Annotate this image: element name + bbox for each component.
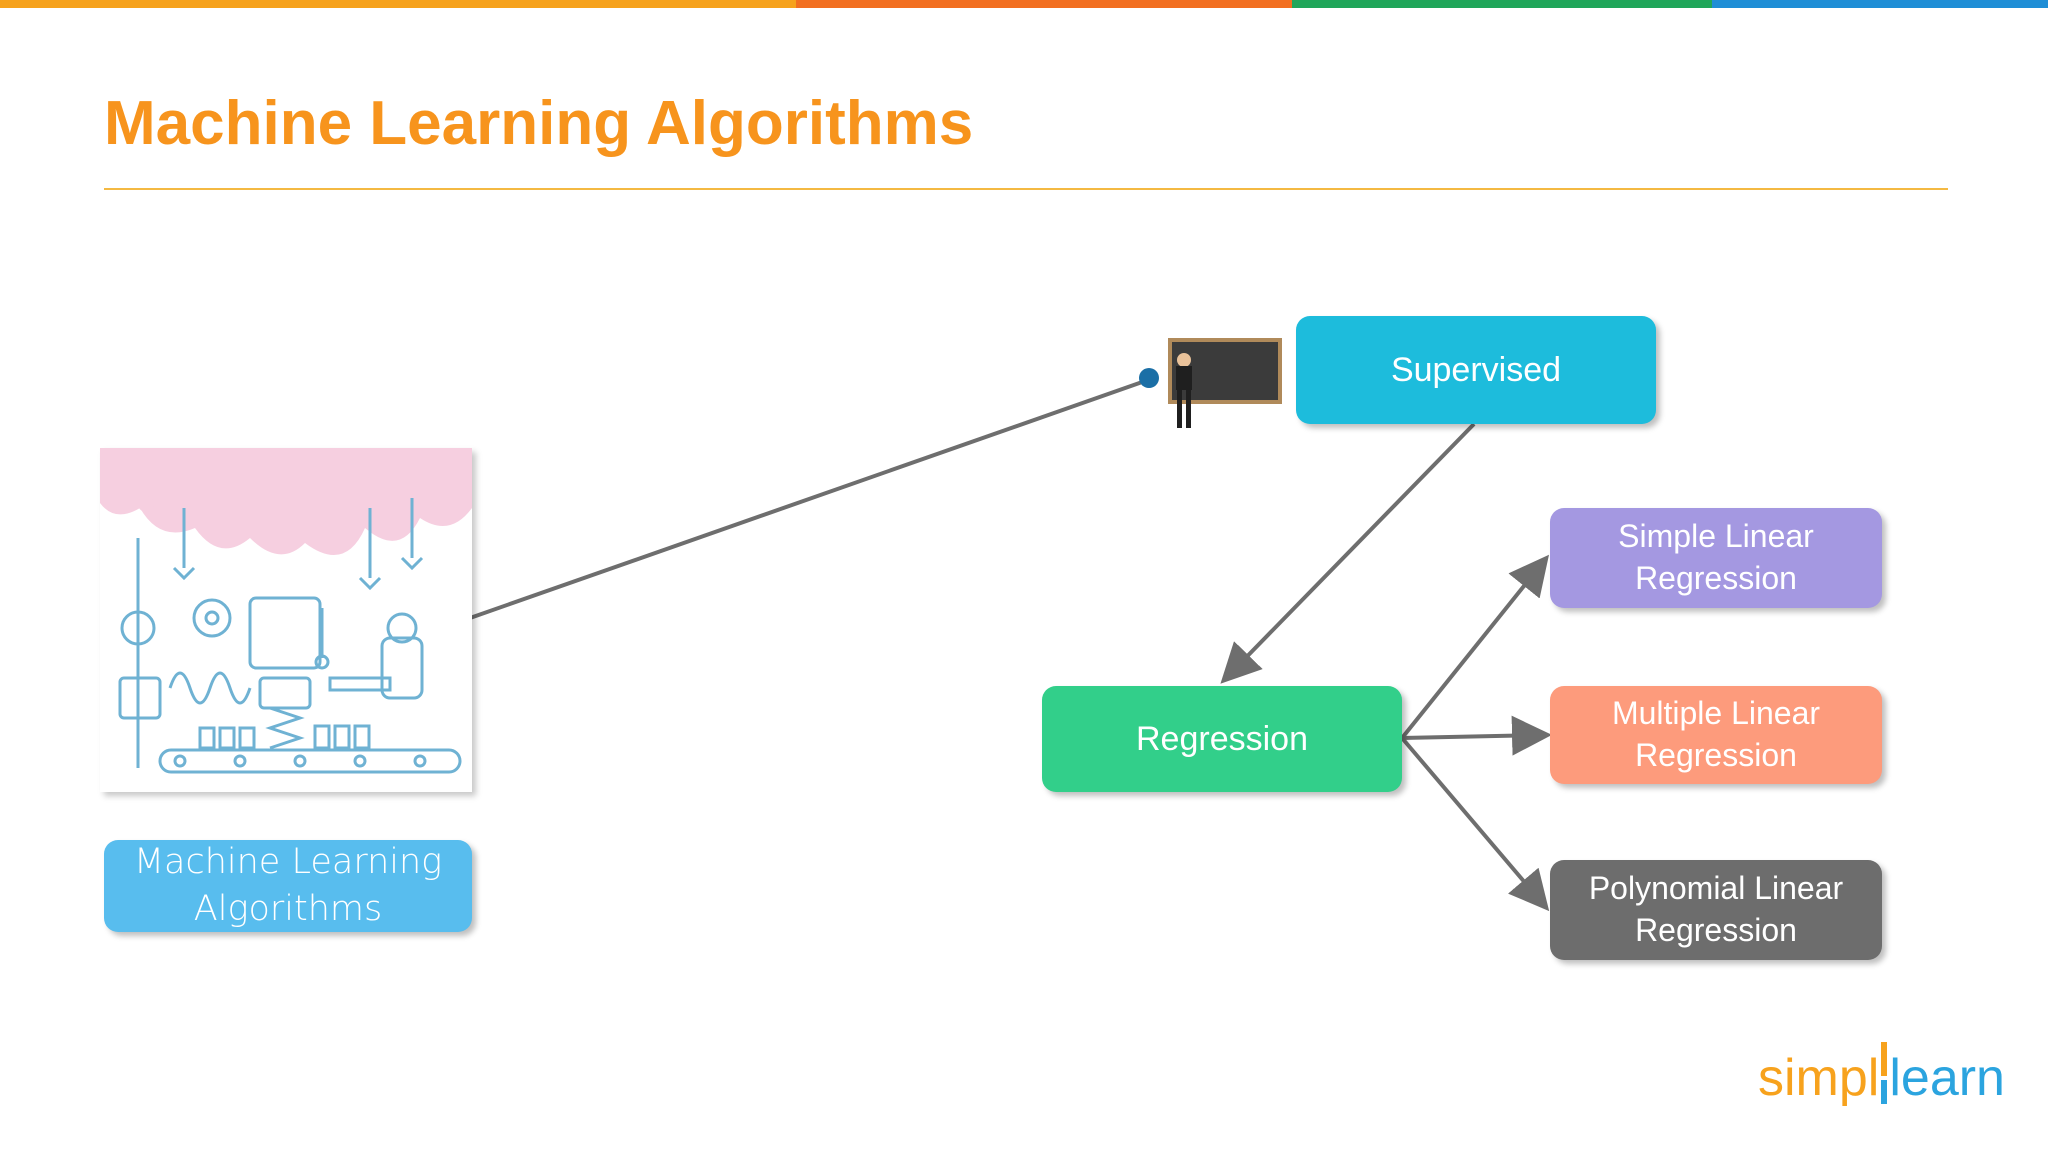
top-accent-bar <box>0 0 2048 8</box>
arrow-to-simple-linear <box>1400 554 1550 740</box>
title-divider <box>104 188 1948 190</box>
supervised-box: Supervised <box>1296 316 1656 424</box>
arrow-to-polynomial-linear <box>1400 736 1550 912</box>
slide-title: Machine Learning Algorithms <box>104 89 974 158</box>
accent-green <box>1292 0 1712 8</box>
arrow-to-multiple-linear <box>1401 715 1552 756</box>
accent-blue <box>1712 0 2048 8</box>
accent-orange <box>0 0 796 8</box>
machine-learning-factory-illustration <box>100 448 472 792</box>
accent-red <box>796 0 1292 8</box>
logo-part-simpl: simpl <box>1758 1049 1880 1107</box>
factory-drawing <box>100 448 472 774</box>
regression-box: Regression <box>1042 686 1402 792</box>
simplilearn-logo: simpl learn <box>1758 1042 2005 1108</box>
logo-part-learn: learn <box>1889 1049 2005 1107</box>
simple-linear-regression-box: Simple Linear Regression <box>1550 508 1882 608</box>
arrow-supervised-to-regression <box>1220 422 1476 684</box>
polynomial-linear-regression-box: Polynomial Linear Regression <box>1550 860 1882 960</box>
multiple-linear-regression-box: Multiple Linear Regression <box>1550 686 1882 784</box>
machine-learning-algorithms-box: Machine Learning Algorithms <box>104 840 472 932</box>
logo-bar-icon <box>1881 1042 1888 1104</box>
connector-ml-to-teacher <box>469 378 1149 620</box>
connector-dot <box>1139 368 1159 388</box>
